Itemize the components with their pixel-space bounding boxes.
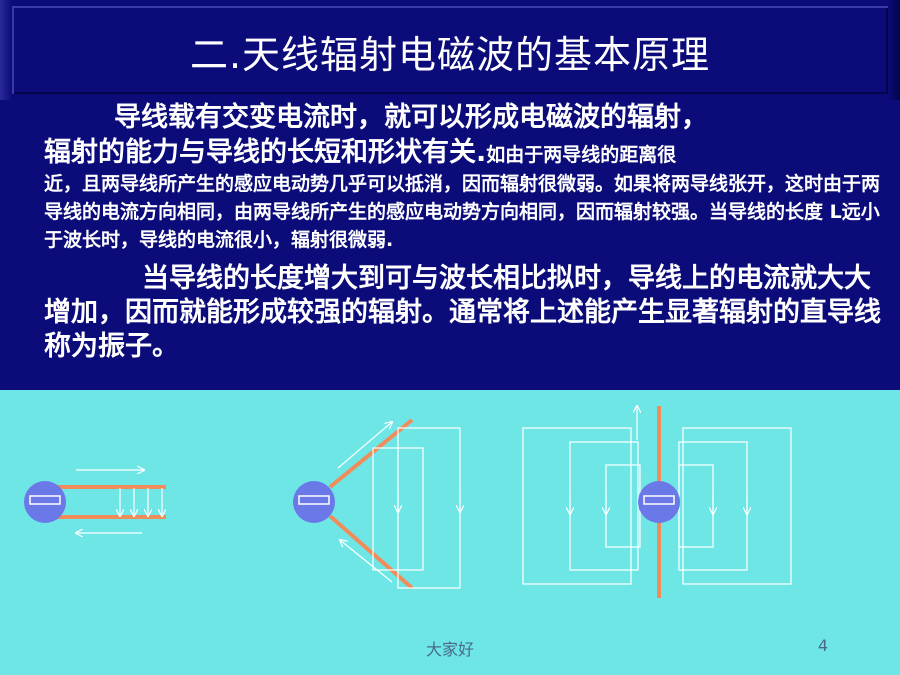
- field-loop: [678, 464, 714, 548]
- paragraph2: 当导线的长度增大到可与波长相比拟时，导线上的电流就大大增加，因而就能形成较强的辐…: [44, 263, 881, 362]
- slide-body: 导线载有交变电流时，就可以形成电磁波的辐射， 辐射的能力与导线的长短和形状有关.…: [44, 100, 894, 364]
- paragraph1-line2-small: 如由于两导线的距离很: [486, 144, 677, 166]
- slide-top-panel: 二.天线辐射电磁波的基本原理 导线载有交变电流时，就可以形成电磁波的辐射， 辐射…: [0, 0, 900, 390]
- field-loop: [397, 427, 461, 589]
- paragraph1-line2-large: 辐射的能力与导线的长短和形状有关.: [44, 137, 487, 168]
- source-rect: [643, 495, 675, 505]
- footer-text: 大家好: [425, 640, 474, 659]
- opened-wire-bottom: [328, 514, 414, 590]
- field-loop: [522, 427, 632, 585]
- source-circle: [638, 481, 680, 523]
- source-rect: [29, 495, 61, 505]
- field-loop: [682, 427, 792, 585]
- paragraph1-line1: 导线载有交变电流时，就可以形成电磁波的辐射，: [114, 102, 708, 133]
- title-bar: 二.天线辐射电磁波的基本原理: [0, 0, 900, 100]
- opened-wire-top: [328, 418, 414, 489]
- current-arrow: [340, 540, 393, 583]
- field-loop: [605, 464, 641, 548]
- source-rect: [298, 495, 330, 505]
- antenna-diagram: [24, 390, 792, 598]
- source-circle: [24, 481, 66, 523]
- title-bar-bevel-left: [0, 0, 12, 100]
- diagram-dipole: [522, 406, 792, 598]
- paragraph1-small-text: 近，且两导线所产生的感应电动势几乎可以抵消，因而辐射很微弱。如果将两导线张开，这…: [44, 173, 881, 251]
- field-loop: [569, 441, 639, 571]
- diagram-parallel-wires: [24, 470, 166, 533]
- paragraph1-line2: 辐射的能力与导线的长短和形状有关.如由于两导线的距离很: [44, 136, 894, 170]
- current-arrow: [337, 422, 392, 469]
- slide-title: 二.天线辐射电磁波的基本原理: [189, 33, 711, 77]
- diagram-opened-wires: [293, 418, 461, 590]
- title-bar-bevel-right: [888, 0, 900, 100]
- source-circle: [293, 481, 335, 523]
- page-number: 4: [817, 636, 829, 655]
